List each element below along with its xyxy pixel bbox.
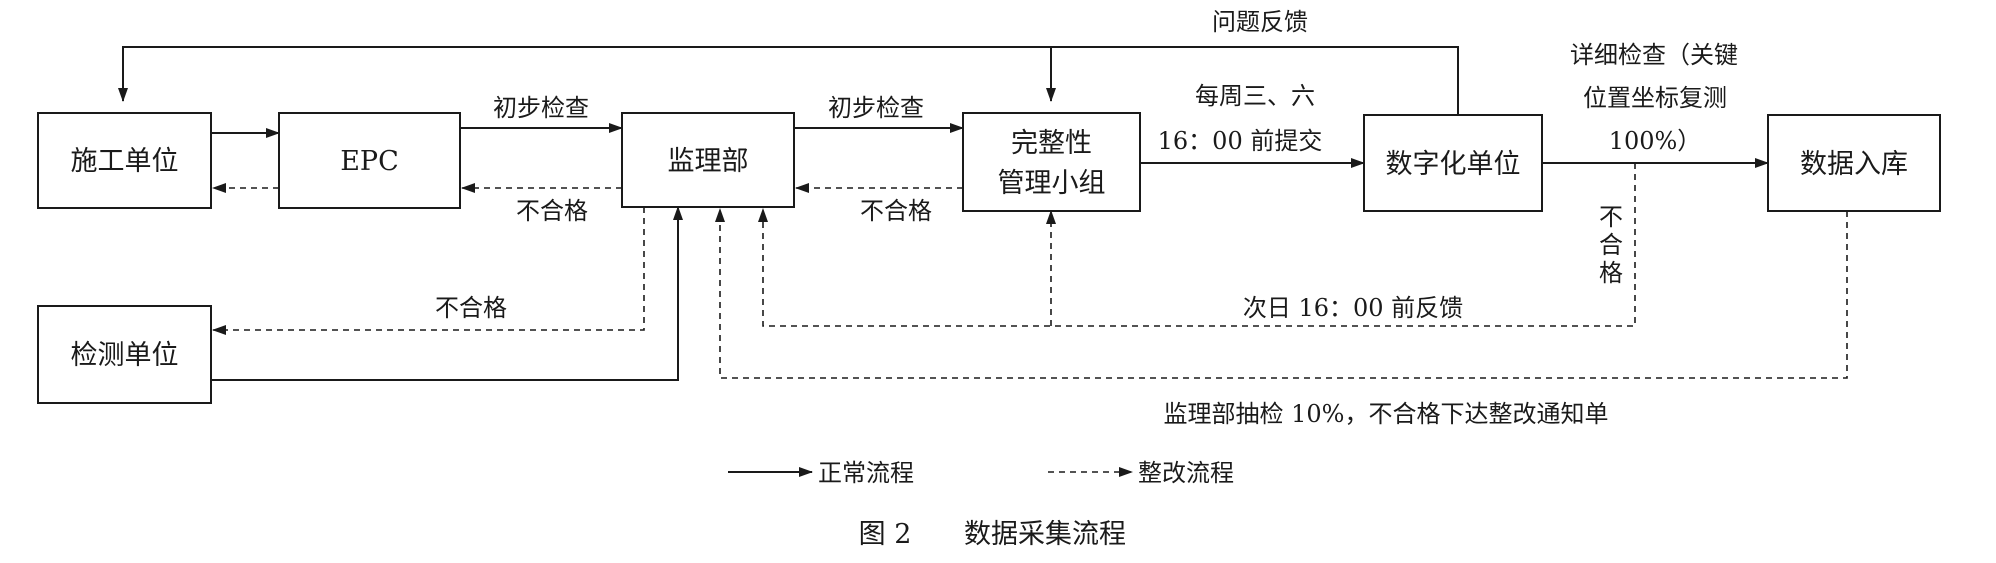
node-construction: 施工单位 bbox=[37, 112, 212, 209]
label-next-day-feedback: 次日 16：00 前反馈 bbox=[1243, 294, 1463, 322]
node-epc: EPC bbox=[278, 112, 461, 209]
node-epc-label: EPC bbox=[340, 146, 399, 177]
testing-to-supervision-arrow bbox=[211, 206, 683, 381]
digital-to-supervision-dashed bbox=[758, 163, 1636, 327]
edge-labels: 问题反馈 初步检查 初步检查 不合格 不合格 不合格 不 合 格 每周三、六 1… bbox=[435, 8, 1738, 428]
node-construction-label: 施工单位 bbox=[71, 146, 179, 177]
supervision-to-testing-dashed bbox=[212, 207, 645, 335]
label-submit-line2: 16：00 前提交 bbox=[1158, 127, 1323, 155]
node-storage: 数据入库 bbox=[1767, 114, 1941, 212]
node-supervision: 监理部 bbox=[621, 112, 795, 208]
node-testing: 检测单位 bbox=[37, 305, 212, 404]
node-digital-label: 数字化单位 bbox=[1386, 149, 1521, 180]
node-testing-label: 检测单位 bbox=[71, 340, 179, 371]
label-unqualified-vertical-2: 合 bbox=[1599, 231, 1623, 259]
node-supervision-label: 监理部 bbox=[668, 146, 749, 177]
label-unqualified-supervision: 不合格 bbox=[860, 197, 932, 225]
label-spot-check: 监理部抽检 10%，不合格下达整改通知单 bbox=[1164, 400, 1609, 428]
feedback-loop-line bbox=[118, 46, 1459, 115]
label-detailed-line3: 100%） bbox=[1609, 127, 1702, 155]
figure-caption: 图 2 数据采集流程 bbox=[859, 519, 1126, 550]
label-submit-line1: 每周三、六 bbox=[1195, 82, 1315, 110]
node-integrity-group: 完整性 管理小组 bbox=[962, 112, 1141, 212]
node-integrity-label-line2: 管理小组 bbox=[998, 168, 1106, 199]
label-initial-check-supervision: 初步检查 bbox=[828, 94, 924, 122]
node-digital: 数字化单位 bbox=[1363, 114, 1543, 212]
label-unqualified-vertical-1: 不 bbox=[1599, 203, 1623, 231]
caption-title: 数据采集流程 bbox=[964, 519, 1126, 550]
label-detailed-line1: 详细检查（关键 bbox=[1570, 41, 1738, 69]
label-feedback: 问题反馈 bbox=[1212, 8, 1308, 36]
label-unqualified-epc: 不合格 bbox=[516, 197, 588, 225]
storage-to-supervision-dashed bbox=[715, 208, 1848, 379]
rectify-flow-connectors bbox=[212, 163, 1848, 379]
legend-normal-label: 正常流程 bbox=[818, 459, 914, 487]
label-detailed-line2: 位置坐标复测 bbox=[1583, 84, 1727, 112]
normal-flow-connectors bbox=[118, 46, 1769, 381]
label-unqualified-testing: 不合格 bbox=[435, 294, 507, 322]
caption-number: 图 2 bbox=[859, 519, 912, 550]
node-storage-label: 数据入库 bbox=[1800, 149, 1908, 180]
node-integrity-label-line1: 完整性 bbox=[1011, 128, 1092, 159]
legend: 正常流程 整改流程 bbox=[728, 459, 1234, 487]
label-initial-check-epc: 初步检查 bbox=[493, 94, 589, 122]
label-unqualified-vertical-3: 格 bbox=[1599, 259, 1623, 287]
legend-rectify-label: 整改流程 bbox=[1138, 459, 1234, 487]
